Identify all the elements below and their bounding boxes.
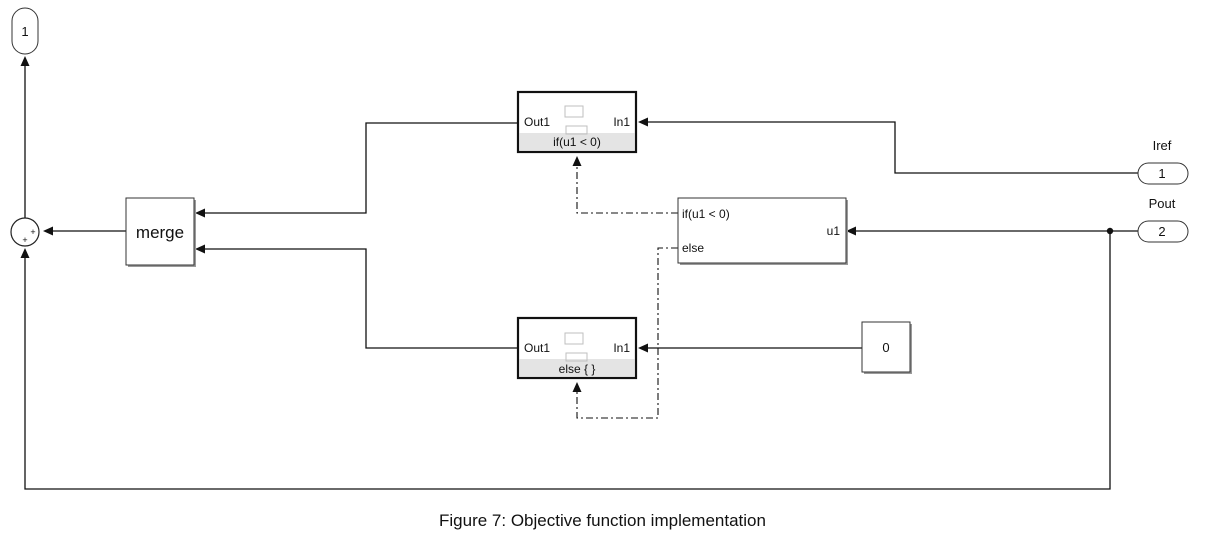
inport-iref-number: 1 — [1158, 166, 1165, 181]
merge-label: merge — [136, 223, 184, 242]
arrowhead — [43, 226, 53, 236]
constant-value: 0 — [882, 340, 889, 355]
subsystem-icon — [564, 105, 584, 118]
figure-caption: Figure 7: Objective function implementat… — [439, 511, 766, 530]
arrowhead — [572, 382, 582, 392]
inport-iref[interactable]: 1 — [1137, 162, 1189, 185]
else-action-out-port: Out1 — [524, 341, 550, 355]
control-wire-if[interactable] — [576, 166, 678, 214]
arrowhead — [572, 156, 582, 166]
arrowhead — [638, 343, 648, 353]
subsystem-icon — [565, 125, 588, 135]
outport-1-number: 1 — [21, 24, 28, 39]
branch-point — [1106, 227, 1114, 235]
sum-sign-2: + — [22, 235, 27, 245]
inport-pout-label: Pout — [1149, 196, 1176, 211]
if-block-input-port: u1 — [827, 224, 841, 238]
sum-block[interactable]: + + — [10, 217, 40, 247]
if-block[interactable]: if(u1 < 0) else u1 — [677, 197, 848, 265]
if-action-in-port: In1 — [613, 115, 630, 129]
if-block-else-port: else — [682, 241, 704, 255]
else-action-subsystem[interactable]: Out1 In1 else { } — [516, 316, 638, 380]
subsystem-icon — [564, 332, 584, 345]
arrowhead — [20, 248, 30, 258]
wire-iref-to-if-action[interactable] — [648, 121, 1138, 174]
arrowhead — [846, 226, 856, 236]
if-block-if-port: if(u1 < 0) — [682, 207, 730, 221]
arrowhead — [638, 117, 648, 127]
if-action-subsystem[interactable]: Out1 In1 if(u1 < 0) — [516, 90, 638, 154]
if-action-label: if(u1 < 0) — [553, 135, 601, 149]
else-action-in-port: In1 — [613, 341, 630, 355]
merge-block[interactable]: merge — [125, 197, 196, 267]
inport-iref-label: Iref — [1153, 138, 1172, 153]
sum-sign-1: + — [30, 227, 35, 237]
control-wire-else[interactable] — [576, 247, 678, 419]
inport-pout[interactable]: 2 — [1137, 220, 1189, 243]
outport-1[interactable]: 1 — [11, 7, 39, 55]
arrowhead — [195, 244, 205, 254]
subsystem-icon — [565, 352, 588, 362]
wire-else-action-to-merge[interactable] — [204, 248, 518, 349]
arrowhead — [20, 56, 30, 66]
if-action-out-port: Out1 — [524, 115, 550, 129]
inport-pout-number: 2 — [1158, 224, 1165, 239]
arrowhead — [195, 208, 205, 218]
else-action-label: else { } — [559, 362, 596, 376]
constant-block[interactable]: 0 — [861, 321, 912, 374]
wire-if-action-to-merge[interactable] — [204, 122, 518, 214]
wire-pout-to-sum[interactable] — [24, 231, 1111, 490]
